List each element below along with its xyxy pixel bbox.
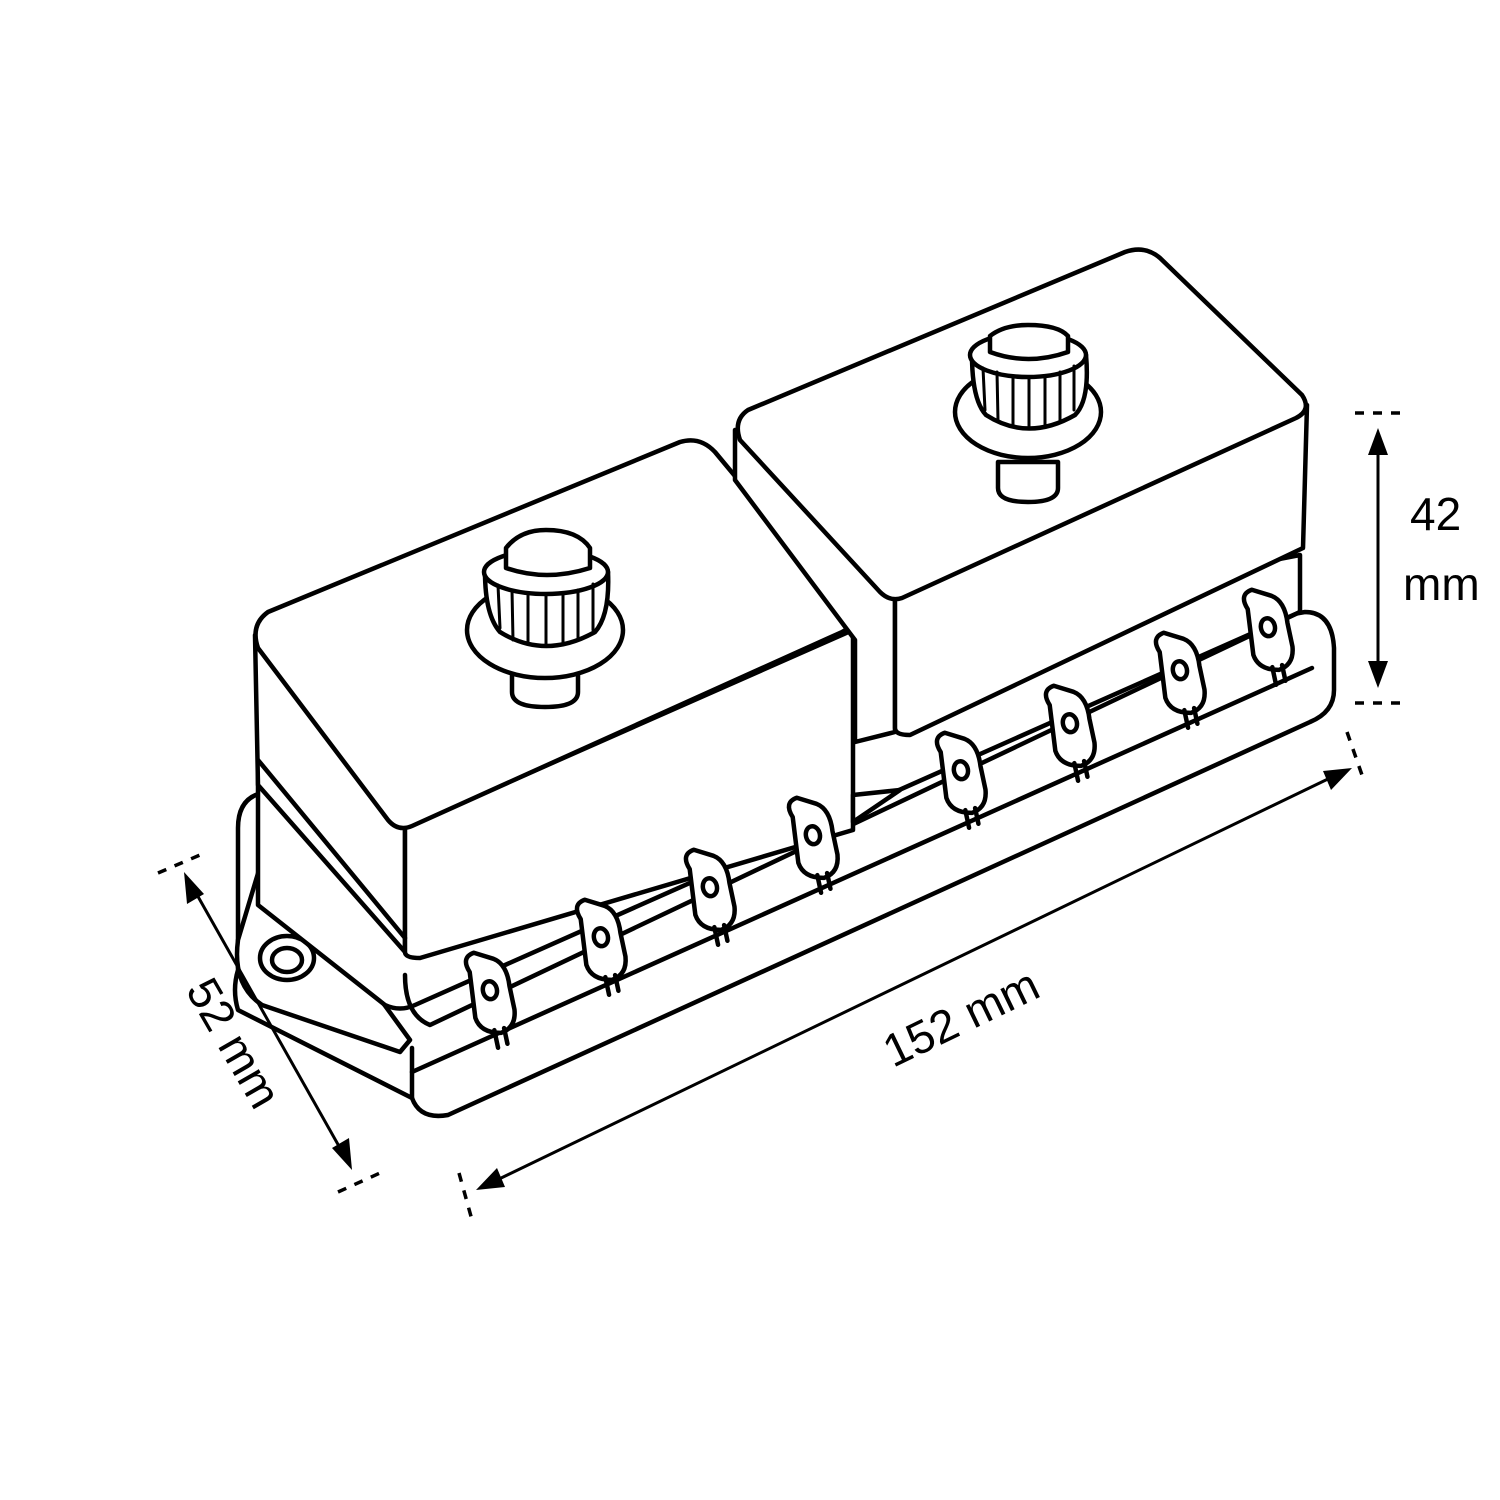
height-value: 42 [1410, 488, 1461, 540]
height-unit: mm [1403, 558, 1480, 610]
terminal [463, 950, 517, 1051]
dimension-length [457, 731, 1364, 1221]
terminals [463, 587, 1295, 1051]
length-label: 152 mm [875, 958, 1047, 1077]
dimension-height [1355, 411, 1400, 705]
fuse-cap-left [464, 527, 626, 710]
terminal [683, 847, 737, 948]
dimension-width [157, 853, 381, 1194]
terminal [574, 897, 628, 998]
terminal [1043, 683, 1097, 784]
terminal [1241, 587, 1295, 688]
mounting-hole [257, 933, 317, 983]
gap-wedge [850, 787, 903, 825]
terminal [786, 795, 840, 896]
terminal [934, 730, 988, 831]
fuse-cap-right [952, 322, 1104, 505]
terminal [1153, 630, 1207, 731]
